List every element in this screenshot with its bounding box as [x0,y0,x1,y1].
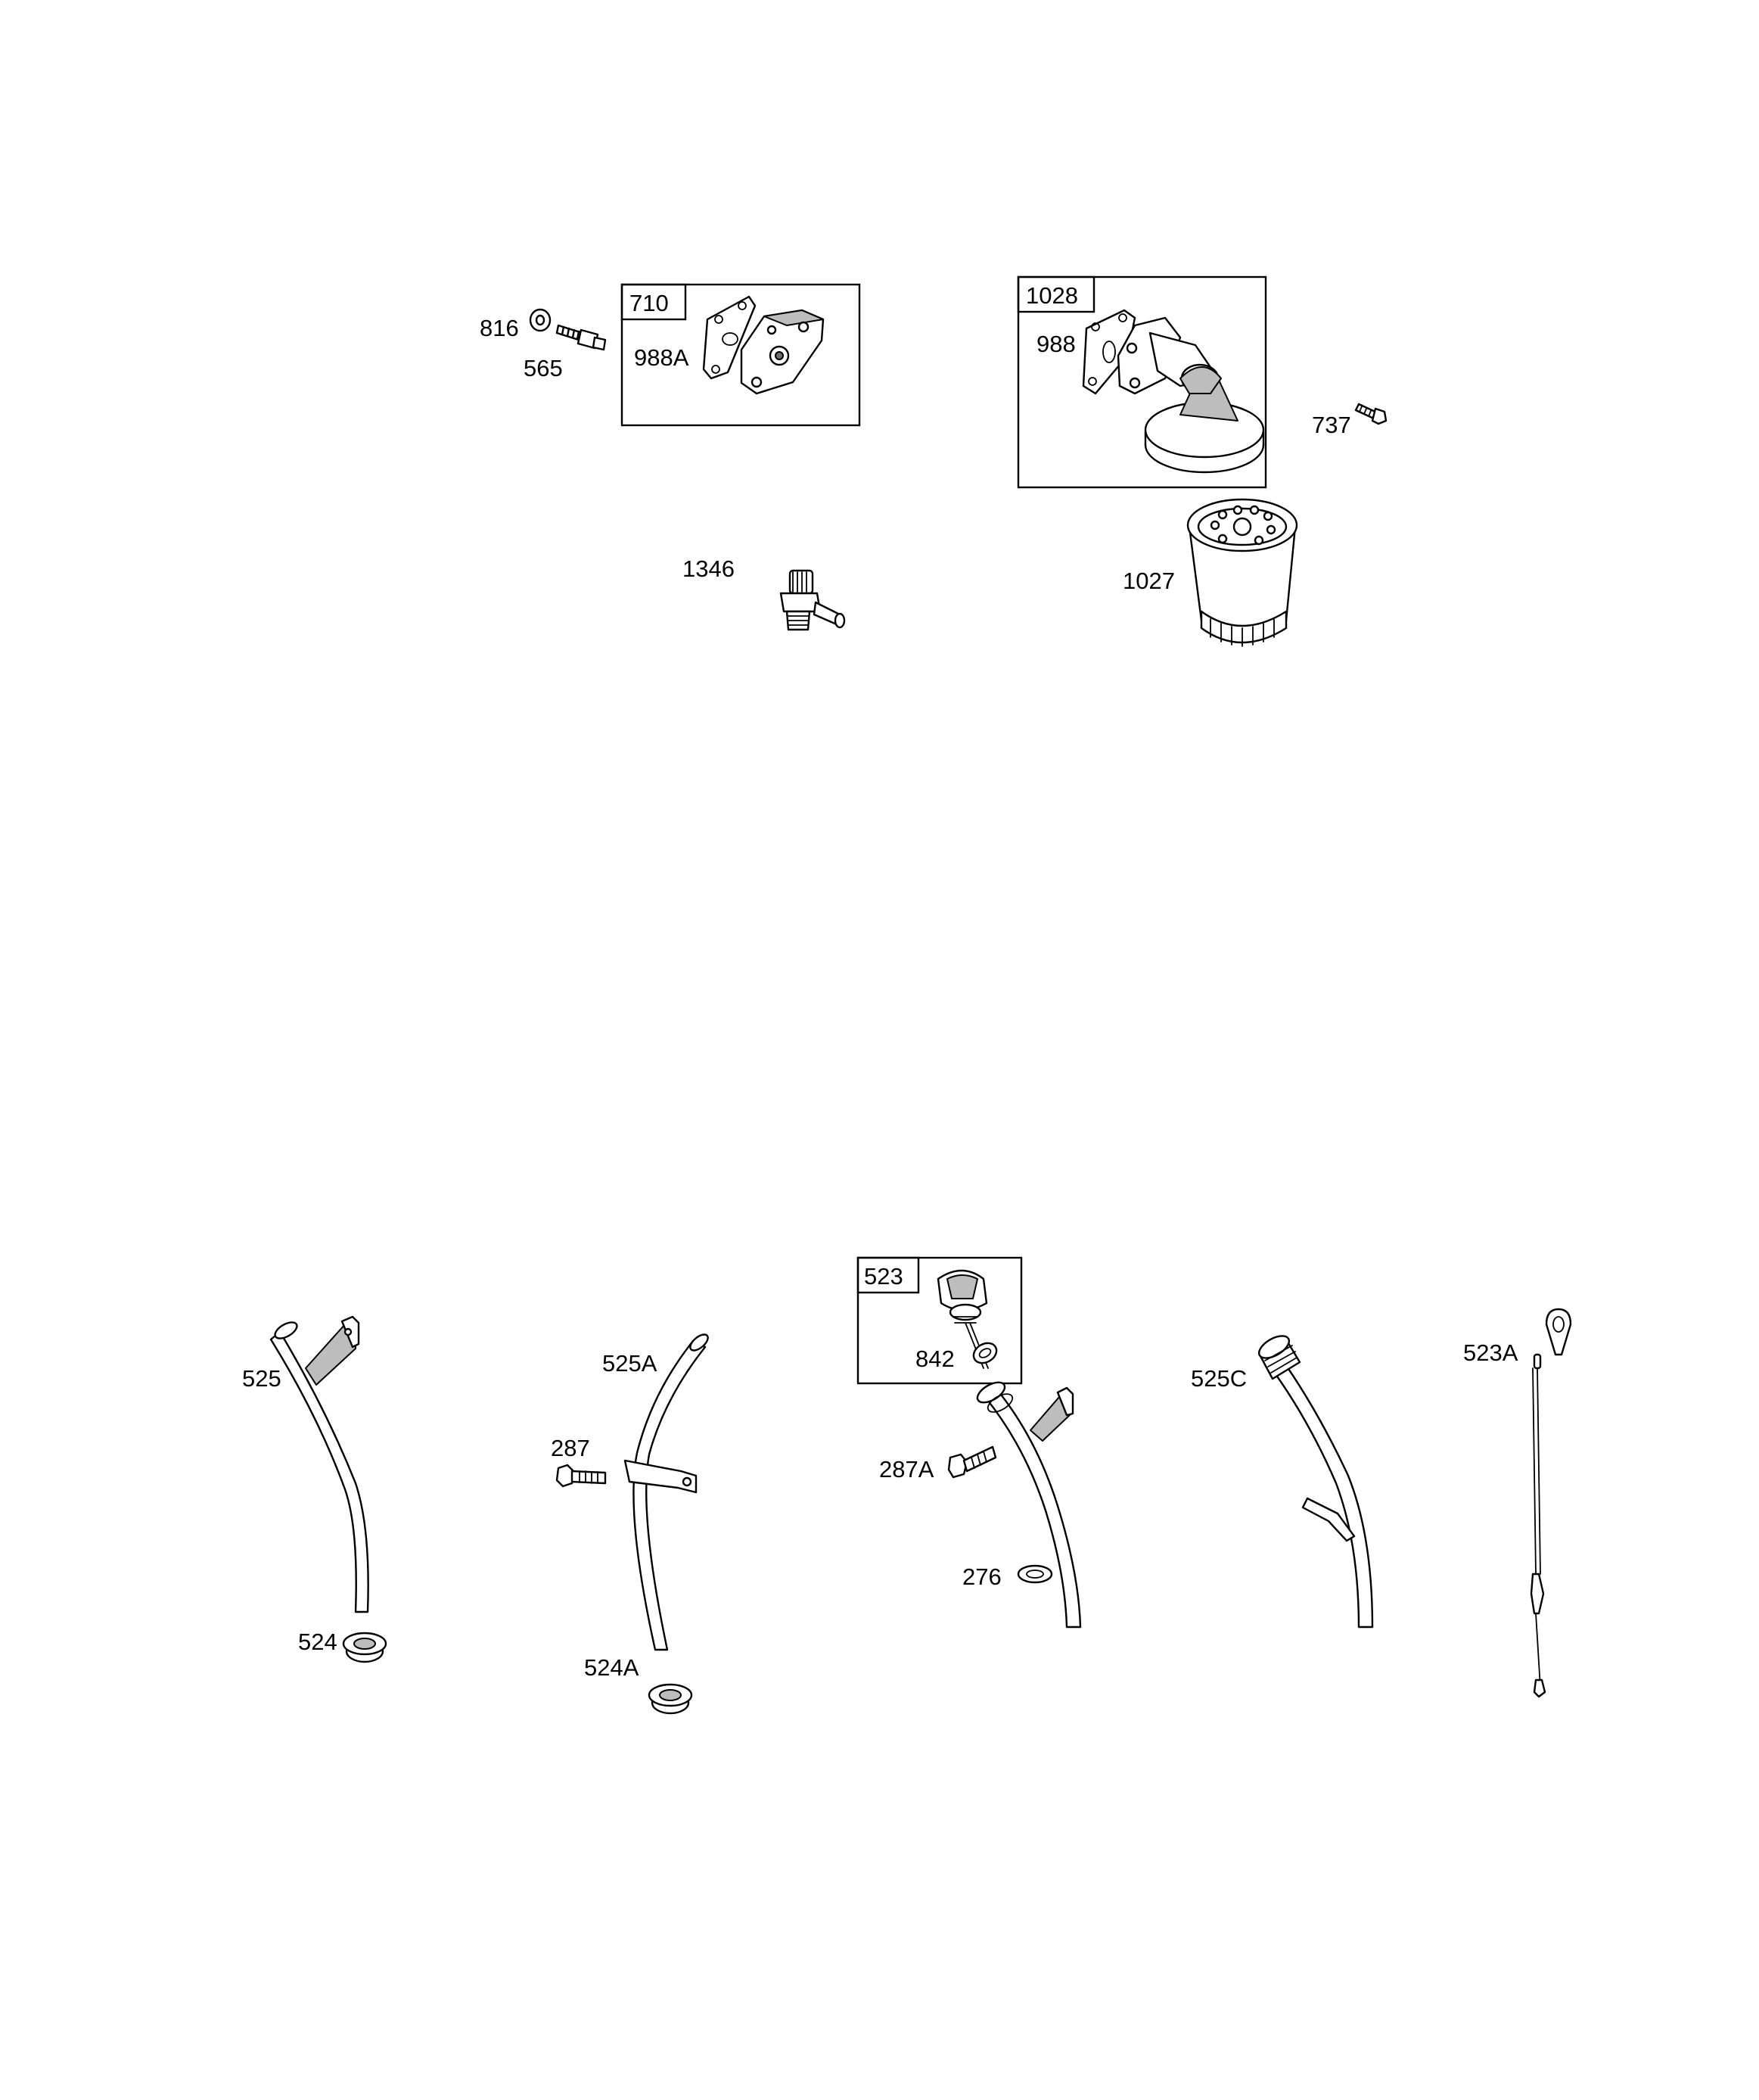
callout-737: 737 [1312,412,1351,438]
dipstick-523A-icon [1530,1308,1572,1698]
kit-523-box [856,1256,1023,1385]
oil-filter-1027-icon [1186,498,1298,647]
dipstick-tube-525C-icon [1257,1335,1374,1629]
kit-1028-number: 1028 [1026,282,1078,309]
kit-523-number: 523 [864,1263,903,1290]
callout-988: 988 [1036,331,1076,357]
callout-565: 565 [524,355,563,381]
kit-1028-tab [1017,275,1095,313]
grommet-524A-icon [648,1683,693,1715]
callout-988A: 988A [634,344,689,371]
callout-524A: 524A [584,1654,639,1681]
callout-524: 524 [298,1629,337,1655]
callout-525: 525 [242,1365,281,1392]
kit-1028-box [1017,275,1267,489]
kit-710-tab [620,283,687,321]
callout-1027: 1027 [1123,568,1175,594]
o-ring-842-icon [972,1342,998,1364]
drain-valve-1346-icon [779,569,846,631]
dipstick-tube-523-icon [976,1381,1082,1629]
kit-710-box [620,283,861,427]
callout-525C: 525C [1191,1365,1247,1392]
callout-287A: 287A [879,1456,934,1482]
callout-523A: 523A [1463,1339,1518,1366]
grommet-524-icon [342,1632,387,1663]
callout-525A: 525A [602,1350,657,1377]
oil-filter-adapter-icon [1117,316,1265,474]
bolt-287A-icon [947,1445,997,1479]
bolt-737-icon [1354,403,1388,425]
hose-barb-fitting-565-icon [555,324,607,351]
dipstick-tube-525-icon [269,1315,369,1613]
callout-1346: 1346 [682,555,735,582]
callout-287: 287 [551,1435,590,1461]
bolt-287-icon [555,1464,607,1488]
gasket-988A-icon [702,295,757,380]
callout-816: 816 [480,315,519,341]
washer-276-icon [1017,1564,1053,1584]
adapter-plate-icon [740,309,825,395]
gasket-988-icon [1082,309,1136,395]
oil-fill-cap-523-icon [937,1269,989,1369]
kit-523-tab [856,1256,920,1294]
dipstick-tube-525A-icon [623,1333,709,1651]
kit-710-number: 710 [629,290,669,316]
washer-816-icon [529,308,552,332]
callout-842: 842 [915,1346,955,1372]
callout-276: 276 [962,1563,1002,1590]
